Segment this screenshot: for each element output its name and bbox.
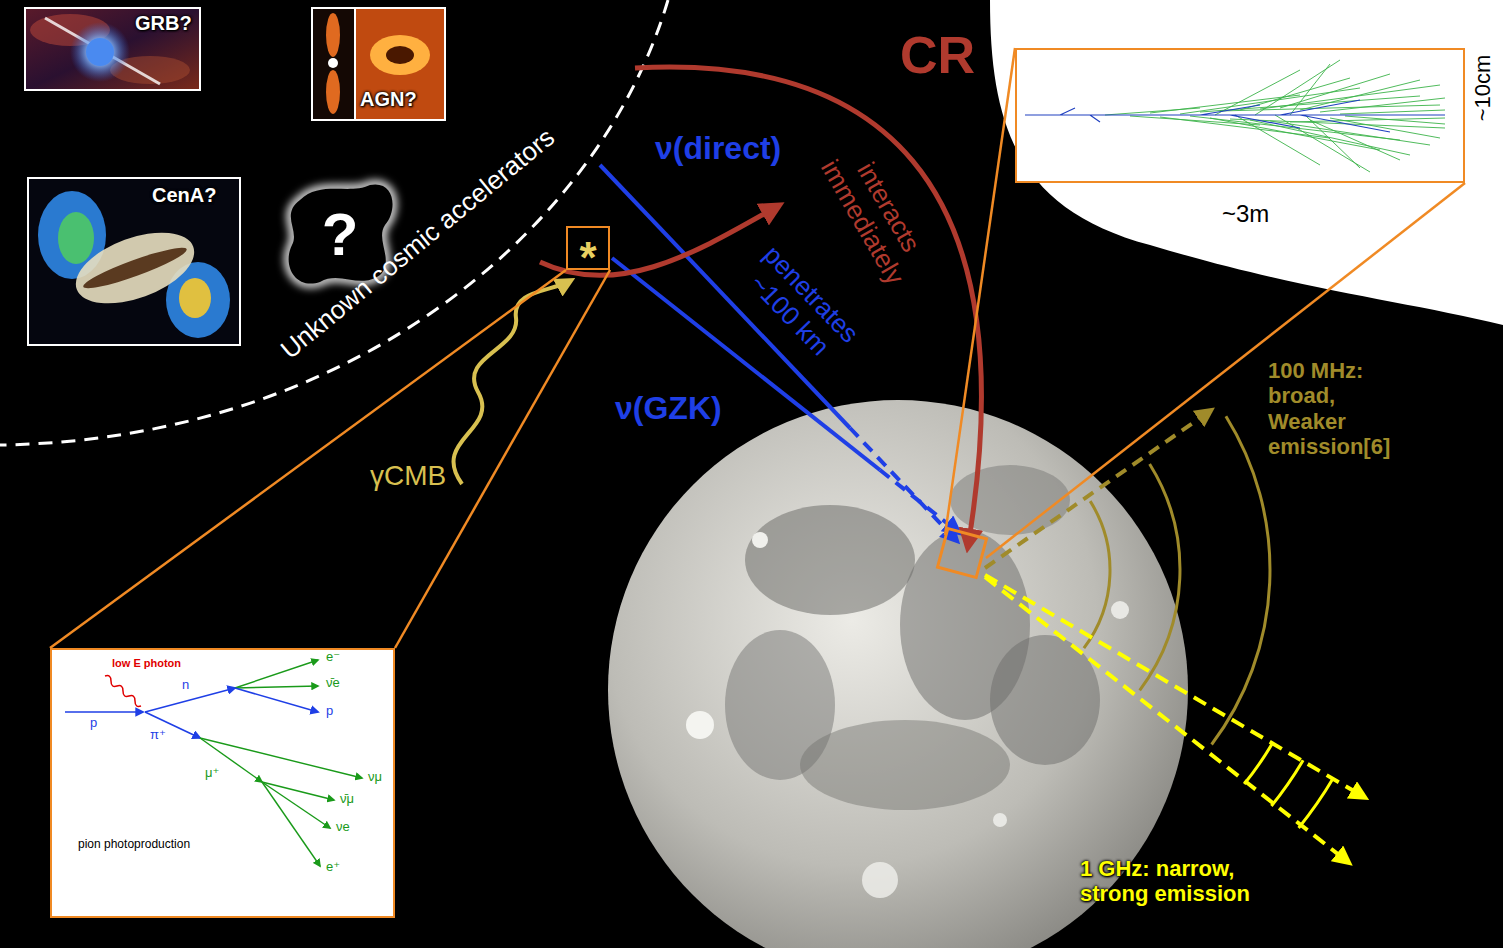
wavefront (1212, 416, 1270, 744)
proton-line (65, 711, 143, 713)
neutrino-line (200, 738, 362, 778)
text-label: p (90, 716, 97, 731)
galaxy (66, 219, 203, 318)
text-label: νe (336, 820, 350, 835)
text-label: μ⁺ (205, 766, 219, 781)
disk-hole (386, 46, 414, 64)
mare (990, 635, 1100, 765)
text-label: ν̄e (326, 676, 340, 691)
positron-line (262, 782, 320, 866)
zoom-box: * (566, 226, 610, 270)
text-label: νμ (368, 770, 382, 785)
neutrino-line (262, 782, 330, 828)
wavefront (1084, 501, 1110, 648)
inset-ground (1015, 48, 1465, 183)
proton-line (235, 688, 318, 712)
image-box: AGN? (312, 8, 445, 120)
text-label: n (182, 678, 189, 693)
agn-image (312, 8, 445, 120)
crater (686, 711, 714, 739)
radio-lobe-core (179, 278, 211, 318)
star-core (86, 38, 114, 66)
photon-label: γCMB (370, 460, 446, 492)
text-label: GRB? (135, 12, 192, 35)
text-label: π⁺ (150, 728, 166, 743)
electron-line (235, 660, 318, 688)
crater (1111, 601, 1129, 619)
core (328, 58, 338, 68)
wavefront (1299, 778, 1334, 828)
image-frame (355, 8, 445, 120)
cosmic-ray-track (540, 206, 778, 275)
zoom-box (938, 529, 987, 578)
text-label: CenA? (152, 184, 216, 207)
text-label: p (326, 704, 333, 719)
text-label: ν̄μ (340, 792, 354, 807)
neutrino-label: ν(direct) (655, 130, 781, 167)
shower-core (1025, 100, 1445, 132)
connector-line (395, 270, 610, 648)
text-label: pion photoproduction (78, 838, 190, 852)
direct-neutrino-in-moon (850, 428, 956, 540)
accelerator-boundary (0, 0, 668, 445)
cosmic-ray-label: CR (900, 26, 975, 86)
photon-line (105, 676, 141, 707)
white-region (990, 0, 1503, 325)
cmb-photon (453, 281, 570, 484)
crater (862, 862, 898, 898)
text-label: ~3m (1222, 200, 1269, 228)
crater (993, 813, 1007, 827)
radio-lobe-core (58, 212, 94, 264)
zoom-line (945, 48, 1015, 535)
wavefront (1271, 760, 1303, 806)
jet (326, 70, 340, 114)
mare (800, 720, 1010, 810)
mare (950, 465, 1070, 535)
wavefront (1140, 464, 1180, 690)
cena-image (28, 178, 240, 345)
muon-line (200, 738, 262, 782)
zoom-line (986, 183, 1465, 558)
neutron-line (145, 688, 235, 712)
grb-image (25, 8, 200, 90)
text-label: AGN? (360, 88, 417, 111)
emission-note: 1 GHz: narrow, strong emission (1080, 856, 1270, 907)
text-label: * (579, 233, 596, 284)
cone-edge (985, 575, 1364, 797)
image-box: CenA? (28, 178, 240, 345)
wavefront (1244, 743, 1273, 784)
inset-box: low E photon e⁻ ν̄e n p p π⁺ νμ μ⁺ ν̄μ νe e⁺ pion ph… (50, 648, 395, 918)
text-label: low E photon (112, 657, 181, 670)
jet (326, 13, 340, 57)
inset-box: ~3m~10cm (1015, 48, 1465, 183)
radio-cone-1ghz (985, 575, 1364, 862)
pion-inset (50, 648, 395, 918)
star-glow (70, 22, 130, 82)
inset-ground (50, 648, 395, 918)
shower-inset (1015, 48, 1465, 183)
disk (370, 35, 430, 75)
text-label: e⁻ (326, 650, 340, 665)
image-frame (25, 8, 200, 90)
neutrino-label: ν(GZK) (615, 390, 722, 427)
radio-cone-100mhz (985, 411, 1270, 745)
dust-lane (81, 242, 190, 295)
image-frame (312, 8, 355, 120)
shower-particles (1105, 60, 1445, 172)
text-label: e⁺ (326, 860, 340, 875)
image-frame (28, 178, 240, 345)
emission-note: 100 MHz: broad, Weaker emission[6] (1268, 358, 1418, 459)
cone-edge (985, 411, 1210, 568)
cone-edge (985, 577, 1348, 862)
crater (752, 532, 768, 548)
cosmic-ray-track (635, 67, 981, 546)
image-box: GRB? (25, 8, 200, 90)
mare (745, 505, 915, 615)
text-label: ? (322, 200, 359, 269)
text-label: ~10cm (1470, 55, 1495, 122)
neutrino-line (235, 686, 318, 688)
